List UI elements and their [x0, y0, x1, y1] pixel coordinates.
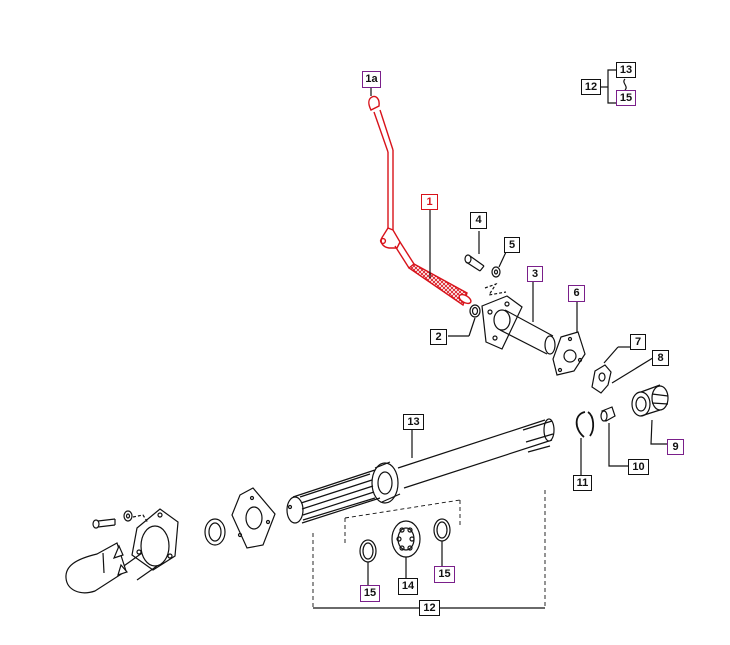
- callout-15-left[interactable]: 15: [360, 585, 380, 602]
- callout-6[interactable]: 6: [568, 285, 585, 302]
- callout-3[interactable]: 3: [527, 266, 543, 282]
- callout-11[interactable]: 11: [573, 475, 592, 491]
- lever-part[interactable]: [368, 95, 473, 307]
- callout-12[interactable]: 12: [419, 600, 440, 616]
- seal-ring-part[interactable]: [204, 518, 226, 546]
- mounting-plate-part[interactable]: [552, 302, 586, 376]
- main-shaft-part[interactable]: [286, 418, 555, 524]
- callout-9[interactable]: 9: [667, 439, 684, 455]
- bearing-part[interactable]: [391, 520, 421, 578]
- callout-13[interactable]: 13: [403, 414, 424, 430]
- bushing-part[interactable]: [600, 406, 628, 467]
- legend-bracket: [601, 69, 627, 104]
- gasket-part[interactable]: [231, 487, 276, 549]
- callout-4[interactable]: 4: [470, 212, 487, 229]
- spacer-ring-part[interactable]: [433, 518, 451, 566]
- callout-7[interactable]: 7: [630, 334, 646, 350]
- circlip-part[interactable]: [575, 411, 595, 475]
- ring-part[interactable]: [448, 304, 481, 337]
- fork-part[interactable]: [591, 346, 632, 394]
- callout-5[interactable]: 5: [504, 237, 520, 253]
- splined-coupling-part[interactable]: [631, 384, 671, 445]
- legend-callout-12[interactable]: 12: [581, 79, 601, 95]
- bracket-shaft-part[interactable]: [481, 282, 556, 355]
- callout-1[interactable]: 1: [421, 194, 438, 210]
- callout-8[interactable]: 8: [652, 350, 669, 366]
- callout-2[interactable]: 2: [430, 329, 447, 345]
- small-bolt-part[interactable]: [92, 510, 149, 529]
- bolt-part[interactable]: [464, 231, 485, 272]
- legend-callout-15[interactable]: 15: [616, 90, 636, 106]
- callout-10[interactable]: 10: [628, 459, 649, 475]
- callout-1a[interactable]: 1a: [362, 71, 381, 88]
- group-bracket: [312, 490, 546, 608]
- protective-cap-part[interactable]: [65, 542, 129, 594]
- cover-housing-part[interactable]: [120, 508, 179, 581]
- washer-part[interactable]: [491, 251, 507, 278]
- spacer-ring-part[interactable]: [359, 539, 377, 585]
- callout-14[interactable]: 14: [398, 578, 418, 595]
- legend-callout-13[interactable]: 13: [616, 62, 636, 78]
- callout-15-right[interactable]: 15: [434, 566, 455, 583]
